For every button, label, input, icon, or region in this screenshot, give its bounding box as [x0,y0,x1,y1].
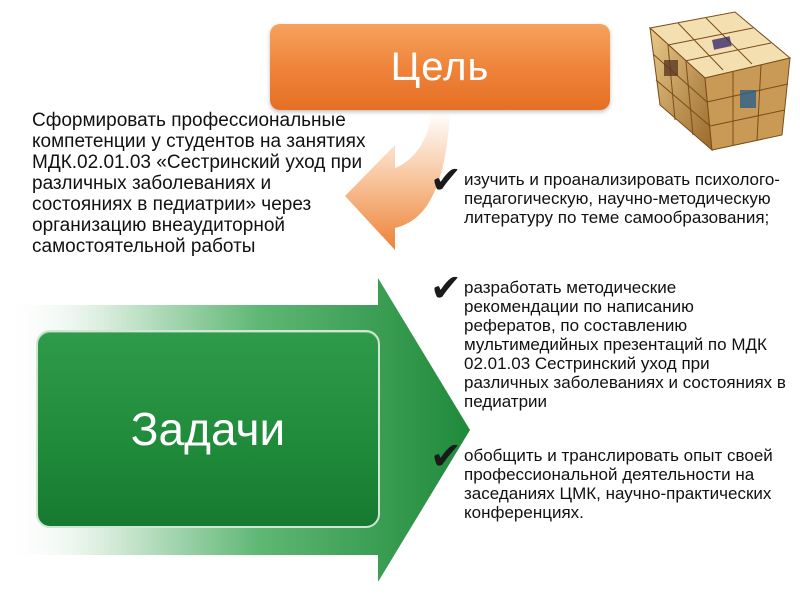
checkmark-icon: ✔ [430,266,462,310]
checkmark-icon: ✔ [430,434,462,478]
task-item: ✔ обобщить и транслировать опыт своей пр… [430,436,790,522]
cube-image [648,11,792,152]
tasks-title: Задачи [130,403,286,455]
goal-box: Цель [270,24,610,110]
task-text: разработать методические рекомендации по… [464,278,786,411]
task-text: изучить и проанализировать психолого-пед… [464,170,780,227]
tasks-box: Задачи [36,330,380,528]
task-item: ✔ разработать методические рекомендации … [430,268,790,411]
orange-curved-arrow [345,112,450,250]
task-text: обобщить и транслировать опыт своей проф… [464,446,773,522]
goal-description: Сформировать профессиональные компетенци… [32,110,366,257]
checkmark-icon: ✔ [430,158,462,202]
task-item: ✔ изучить и проанализировать психолого-п… [430,160,790,227]
goal-title: Цель [390,44,490,89]
